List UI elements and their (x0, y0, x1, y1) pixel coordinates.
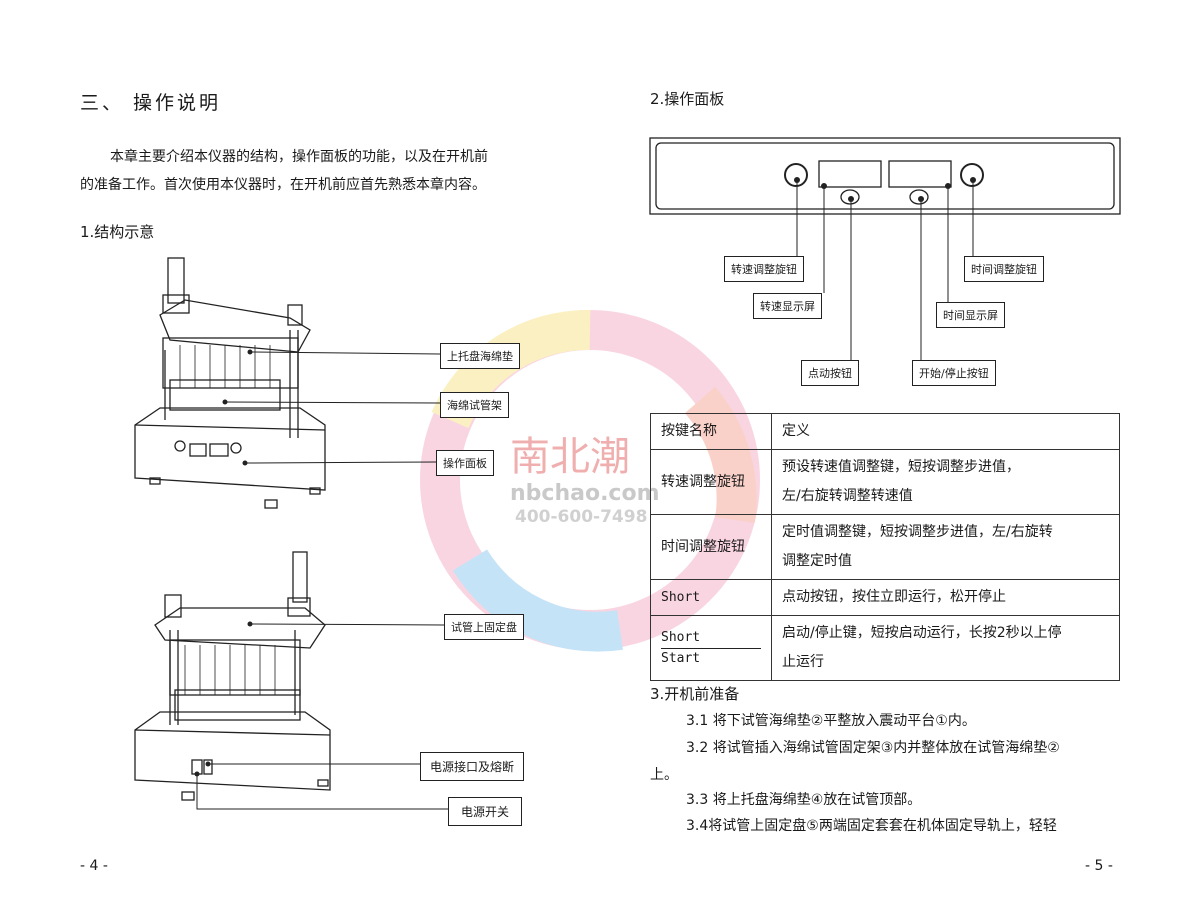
key-name-short: Short (661, 628, 761, 649)
label-power-socket-fuse: 电源接口及熔断 (420, 752, 525, 781)
watermark-site: nbchao.com (510, 481, 660, 506)
label-speed-display: 转速显示屏 (753, 293, 822, 319)
key-name: 转速调整旋钮 (650, 449, 772, 515)
table-header-row: 按键名称 定义 (650, 413, 1120, 450)
watermark-brand: 南北潮 (510, 434, 630, 480)
header-definition: 定义 (771, 413, 1120, 450)
table-row: 转速调整旋钮 预设转速值调整键，短按调整步进值， 左/右旋转调整转速值 (650, 449, 1120, 515)
key-definition: 预设转速值调整键，短按调整步进值， 左/右旋转调整转速值 (771, 449, 1120, 515)
definition-line: 启动/停止键，短按启动运行，长按2秒以上停 (782, 625, 1062, 641)
label-power-switch: 电源开关 (448, 797, 523, 826)
section-structure-title: 1.结构示意 (80, 223, 155, 241)
key-definition: 启动/停止键，短按启动运行，长按2秒以上停止运行 (771, 615, 1120, 681)
section-preparation-title: 3.开机前准备 (650, 685, 740, 703)
step-3-2: 3.2 将试管插入海绵试管固定架③内并整体放在试管海绵垫② (686, 740, 1060, 756)
label-upper-tray-sponge: 上托盘海绵垫 (440, 343, 520, 369)
button-definition-table: 按键名称 定义 转速调整旋钮 预设转速值调整键，短按调整步进值， 左/右旋转调整转… (650, 413, 1120, 681)
key-name: 时间调整旋钮 (650, 514, 772, 580)
watermark-phone: 400-600-7498 (515, 507, 647, 527)
definition-line: 预设转速值调整键，短按调整步进值， (782, 459, 1020, 475)
section-panel-title: 2.操作面板 (650, 90, 725, 108)
step-3-2-cont: 上。 (650, 767, 678, 783)
label-time-display: 时间显示屏 (936, 302, 1005, 328)
page-number-right: - 5 - (1085, 858, 1113, 874)
intro-line-1: 本章主要介绍本仪器的结构，操作面板的功能，以及在开机前 (110, 149, 488, 165)
intro-line-2: 的准备工作。首次使用本仪器时，在开机前应首先熟悉本章内容。 (80, 177, 486, 193)
definition-line: 调整定时值 (782, 553, 852, 569)
header-key-name: 按键名称 (650, 413, 772, 450)
step-3-3: 3.3 将上托盘海绵垫④放在试管顶部。 (686, 792, 922, 808)
definition-line: 定时值调整键，短按调整步进值，左/右旋转 (782, 524, 1053, 540)
label-speed-knob: 转速调整旋钮 (724, 256, 804, 282)
table-row: 时间调整旋钮 定时值调整键，短按调整步进值，左/右旋转调整定时值 (650, 514, 1120, 580)
label-jog-button: 点动按钮 (801, 360, 859, 386)
definition-line: 左/右旋转调整转速值 (782, 488, 913, 504)
key-definition: 点动按钮，按住立即运行，松开停止 (771, 579, 1120, 616)
key-name: Short (650, 579, 772, 616)
label-operation-panel: 操作面板 (436, 450, 494, 476)
table-row: Short 点动按钮，按住立即运行，松开停止 (650, 579, 1120, 616)
definition-line: 止运行 (782, 654, 824, 670)
page-number-left: - 4 - (80, 858, 108, 874)
label-tube-upper-plate: 试管上固定盘 (444, 614, 524, 640)
label-time-knob: 时间调整旋钮 (964, 256, 1044, 282)
label-start-stop-button: 开始/停止按钮 (912, 360, 996, 386)
key-definition: 定时值调整键，短按调整步进值，左/右旋转调整定时值 (771, 514, 1120, 580)
step-3-4: 3.4将试管上固定盘⑤两端固定套套在机体固定导轨上，轻轻 (686, 818, 1057, 834)
label-sponge-tube-rack: 海绵试管架 (440, 392, 509, 418)
key-name-start: Start (661, 650, 701, 666)
step-3-1: 3.1 将下试管海绵垫②平整放入震动平台①内。 (686, 713, 976, 729)
chapter-heading: 三、 操作说明 (80, 92, 222, 114)
